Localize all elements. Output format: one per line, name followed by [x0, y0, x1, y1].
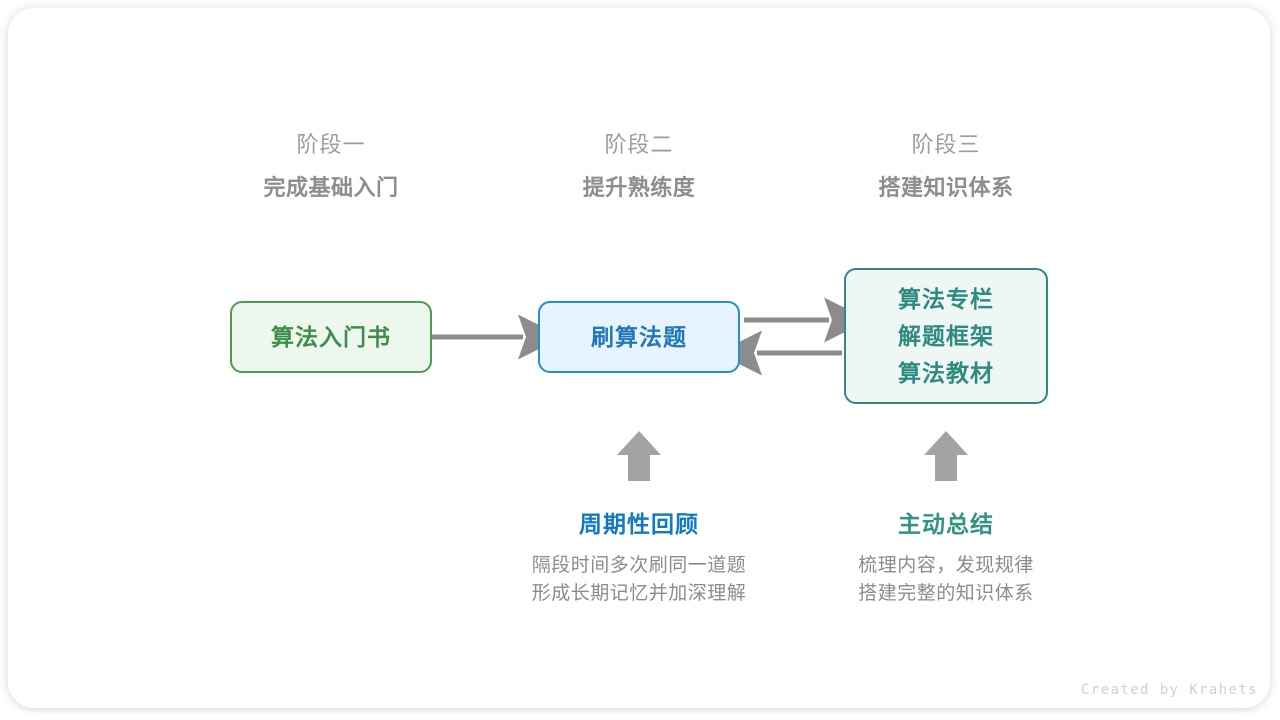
caption-body-line-1: 隔段时间多次刷同一道题	[531, 555, 747, 576]
node-resources[interactable]: 算法专栏 解题框架 算法教材	[844, 268, 1048, 404]
stage-header-3: 阶段三 搭建知识体系	[826, 130, 1066, 204]
caption-body: 隔段时间多次刷同一道题 形成长期记忆并加深理解	[489, 552, 789, 608]
node-label-line-1: 算法专栏	[898, 285, 994, 312]
credit-text: Created by Krahets	[1081, 682, 1258, 698]
node-intro-book[interactable]: 算法入门书	[230, 301, 432, 373]
caption-body: 梳理内容，发现规律 搭建完整的知识体系	[796, 552, 1096, 608]
stage-subtitle: 阶段三	[911, 132, 981, 157]
stage-title: 搭建知识体系	[878, 175, 1014, 200]
stage-header-2: 阶段二 提升熟练度	[519, 130, 759, 204]
arrow-up-review-icon	[617, 431, 661, 481]
node-label-line-3: 算法教材	[898, 359, 994, 386]
stage-header-1: 阶段一 完成基础入门	[211, 130, 451, 204]
stage-title: 提升熟练度	[582, 175, 696, 200]
caption-title: 主动总结	[898, 511, 994, 537]
stage-title: 完成基础入门	[263, 175, 399, 200]
stage-subtitle: 阶段二	[604, 132, 674, 157]
node-label: 刷算法题	[591, 323, 687, 350]
caption-body-line-1: 梳理内容，发现规律	[858, 555, 1034, 576]
stage-subtitle: 阶段一	[296, 132, 366, 157]
node-label-line-2: 解题框架	[898, 322, 994, 349]
arrow-up-summary-icon	[924, 431, 968, 481]
caption-title: 周期性回顾	[579, 511, 699, 537]
node-label: 算法入门书	[271, 323, 391, 350]
caption-periodic-review: 周期性回顾 隔段时间多次刷同一道题 形成长期记忆并加深理解	[489, 508, 789, 608]
caption-active-summary: 主动总结 梳理内容，发现规律 搭建完整的知识体系	[796, 508, 1096, 608]
caption-body-line-2: 搭建完整的知识体系	[858, 583, 1034, 604]
caption-body-line-2: 形成长期记忆并加深理解	[531, 583, 747, 604]
node-practice-problems[interactable]: 刷算法题	[538, 301, 740, 373]
